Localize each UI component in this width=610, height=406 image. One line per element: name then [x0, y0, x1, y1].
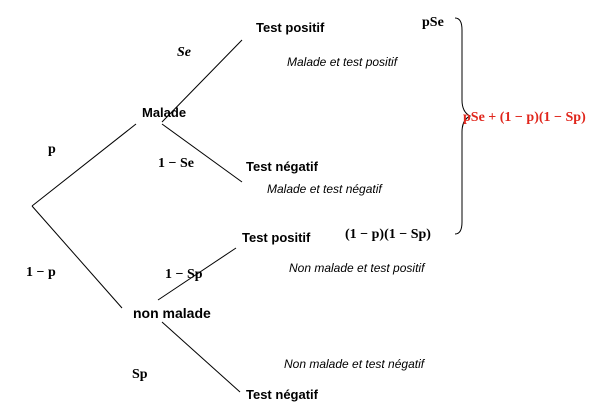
node-test-positif-non-malade: Test positif — [242, 230, 311, 245]
edge-label-one-minus-p: 1 − p — [26, 265, 56, 280]
edge-malade-test-negatif — [161, 123, 243, 183]
node-malade: Malade — [142, 105, 186, 120]
edge-label-one-minus-se: 1 − Se — [158, 156, 194, 171]
outcome-non-malade-test-positif: Non malade et test positif — [289, 261, 426, 275]
probability-one-minus-p-one-minus-sp: (1 − p)(1 − Sp) — [345, 227, 431, 242]
edge-root-non-malade — [31, 205, 123, 309]
outcome-malade-test-positif: Malade et test positif — [287, 55, 399, 69]
node-non-malade: non malade — [133, 305, 211, 321]
edge-label-sp: Sp — [132, 367, 148, 382]
edge-label-se: Se — [177, 45, 191, 60]
edge-label-one-minus-sp: 1 − Sp — [165, 267, 203, 282]
outcome-non-malade-test-negatif: Non malade et test négatif — [284, 357, 426, 371]
outcome-malade-test-negatif: Malade et test négatif — [267, 182, 383, 196]
node-test-positif-malade: Test positif — [256, 20, 325, 35]
edge-root-malade — [31, 123, 137, 207]
node-test-negatif-non-malade: Test négatif — [246, 387, 319, 402]
edge-label-p: p — [48, 142, 56, 157]
node-test-negatif-malade: Test négatif — [246, 159, 319, 174]
edge-malade-test-positif — [161, 39, 243, 123]
edge-non-malade-test-negatif — [161, 321, 241, 393]
curly-brace — [454, 17, 472, 235]
probability-total-positive: pSe + (1 − p)(1 − Sp) — [463, 110, 586, 125]
probability-pse: pSe — [422, 15, 444, 30]
edge-non-malade-test-positif — [157, 247, 237, 301]
